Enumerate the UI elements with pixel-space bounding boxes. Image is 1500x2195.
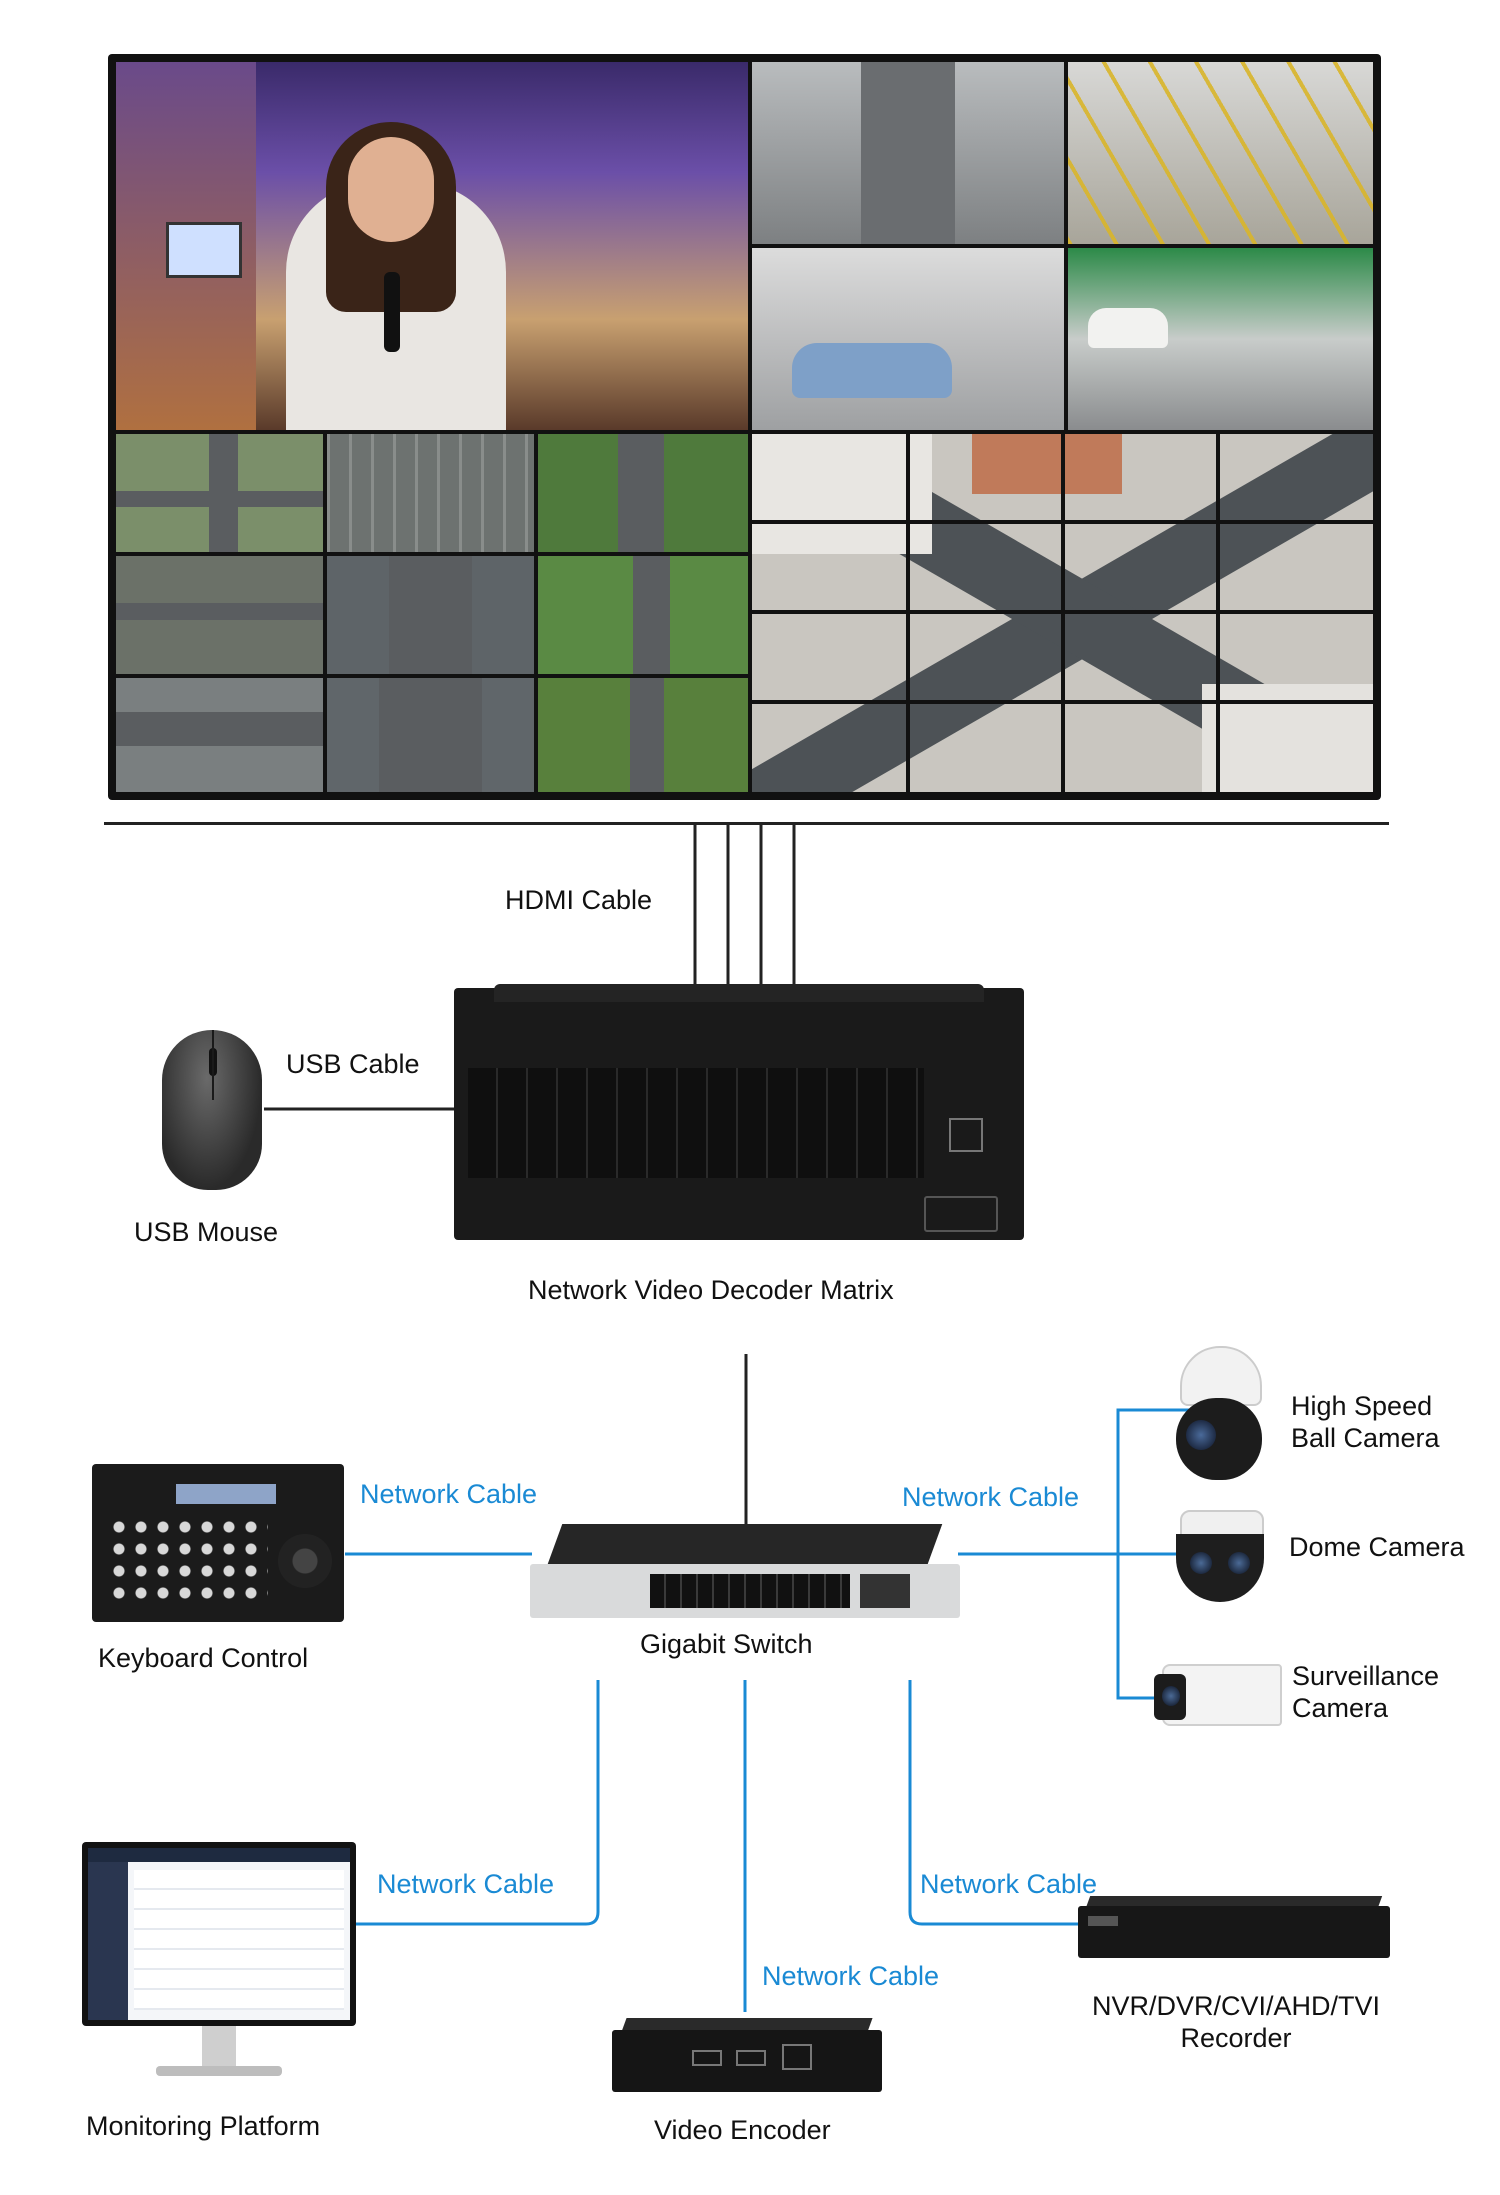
speed-dome-camera-icon (1174, 1346, 1264, 1482)
keyboard-control-label: Keyboard Control (98, 1643, 309, 1673)
monitor-bezel (82, 1842, 356, 2026)
surveillance-camera-label-line1: Surveillance (1292, 1661, 1440, 1691)
wall-tile-parking-4 (1068, 248, 1373, 430)
nvr-recorder-icon (1078, 1896, 1390, 1958)
network-cable-encoder-label: Network Cable (762, 1961, 940, 1991)
keyboard-joystick (278, 1534, 332, 1588)
wall-tile-parking-2 (1068, 62, 1373, 244)
encoder-hdmi-in (692, 2050, 722, 2066)
decoder-matrix-icon (454, 984, 1024, 1240)
mouse-split (212, 1030, 214, 1100)
net-line-monitor (356, 1680, 600, 1926)
dome-camera-lens-2 (1228, 1552, 1250, 1574)
wall-base-line (104, 822, 1389, 825)
network-cable-keyboard-label: Network Cable (360, 1479, 538, 1509)
aerial-bezels (752, 434, 1373, 792)
parked-car (792, 343, 952, 398)
decoder-top-lid (494, 984, 984, 1002)
network-cable-recorder-label: Network Cable (920, 1869, 1098, 1899)
ball-camera-lens (1186, 1420, 1216, 1450)
wall-tile-traffic-9 (538, 678, 748, 792)
ball-camera-label-line2: Ball Camera (1291, 1423, 1440, 1453)
dome-camera-label: Dome Camera (1289, 1532, 1465, 1562)
switch-front (530, 1564, 960, 1618)
decoder-lan-port (949, 1118, 983, 1152)
wall-tile-parking-1 (752, 62, 1064, 244)
video-encoder-label: Video Encoder (654, 2115, 831, 2145)
decoder-matrix-label: Network Video Decoder Matrix (528, 1275, 894, 1305)
encoder-lan-port (782, 2044, 812, 2070)
keyboard-lcd (176, 1484, 276, 1504)
monitor-app-header (88, 1848, 350, 1862)
video-encoder-icon (612, 2018, 882, 2092)
hdmi-cable-label: HDMI Cable (505, 885, 653, 915)
surveillance-camera-label-line2: Camera (1292, 1693, 1389, 1723)
decoder-power-socket (924, 1196, 998, 1232)
network-cable-monitor-label: Network Cable (377, 1869, 555, 1899)
video-wall (108, 54, 1381, 800)
network-cable-cameras-label: Network Cable (902, 1482, 1080, 1512)
gigabit-switch-icon (530, 1524, 960, 1618)
wall-tile-traffic-5 (327, 556, 534, 674)
monitor-icon (82, 1842, 356, 2086)
encoder-hdmi-out (736, 2050, 766, 2066)
wall-tile-traffic-2 (327, 434, 534, 552)
usb-mouse-icon (162, 1030, 262, 1190)
usb-cable-label: USB Cable (286, 1049, 420, 1079)
ball-camera-label-line1: High Speed (1291, 1391, 1433, 1421)
wall-tile-traffic-8 (327, 678, 534, 792)
monitoring-platform-label: Monitoring Platform (86, 2111, 321, 2141)
switch-sfp-ports (860, 1574, 910, 1608)
dome-camera-icon (1176, 1510, 1264, 1604)
wall-tile-traffic-1 (116, 434, 323, 552)
switch-ports (650, 1574, 850, 1608)
bullet-camera-icon (1154, 1660, 1282, 1730)
bullet-camera-lens (1162, 1686, 1180, 1706)
wall-tile-traffic-3 (538, 434, 748, 552)
net-line-recorder (908, 1680, 1078, 1926)
recorder-logo (1088, 1916, 1118, 1926)
ptz-keyboard-icon (92, 1464, 344, 1622)
microphone (384, 272, 400, 352)
monitor-screen (88, 1848, 350, 2020)
monitor-stand (202, 2026, 236, 2066)
wall-tile-traffic-6 (538, 556, 748, 674)
dome-camera-body (1176, 1534, 1264, 1602)
dome-camera-lens-1 (1190, 1552, 1212, 1574)
switch-top (547, 1524, 943, 1564)
monitor-base (156, 2066, 282, 2076)
bullet-camera-face (1154, 1674, 1186, 1720)
gigabit-switch-label: Gigabit Switch (640, 1629, 813, 1659)
wall-tile-aerial-intersection (752, 434, 1373, 792)
decoder-card-slots (468, 1068, 924, 1178)
usb-mouse-label: USB Mouse (134, 1217, 279, 1247)
parked-car-white (1088, 308, 1168, 348)
monitor-app-sidebar (88, 1862, 128, 2020)
wall-tile-news-anchor (116, 62, 748, 430)
recorder-label-line2: Recorder (1180, 2023, 1292, 2053)
station-sign (166, 222, 242, 278)
ball-camera-housing (1180, 1346, 1262, 1406)
encoder-front (612, 2030, 882, 2092)
wall-tile-traffic-7 (116, 678, 323, 792)
wall-tile-parking-3 (752, 248, 1064, 430)
monitor-app-list (134, 1870, 344, 2010)
recorder-front (1078, 1906, 1390, 1958)
ball-camera-dome (1176, 1398, 1262, 1480)
keyboard-buttons (108, 1516, 268, 1606)
wall-tile-traffic-4 (116, 556, 323, 674)
recorder-label-line1: NVR/DVR/CVI/AHD/TVI (1091, 1991, 1381, 2021)
reporter-face-front (348, 137, 434, 242)
